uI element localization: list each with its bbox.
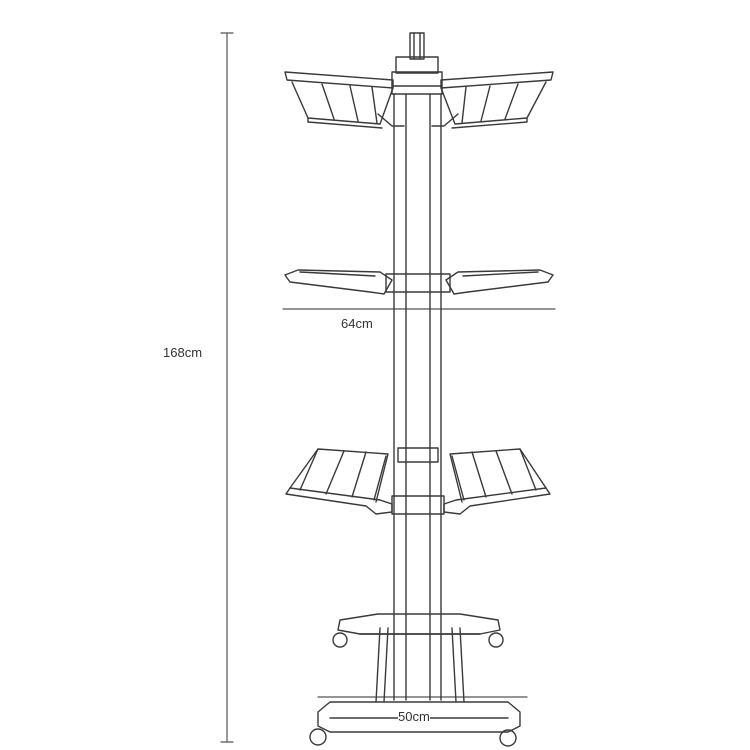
wheel-back-right (488, 632, 504, 648)
base-width-dimension-label: 50cm (398, 709, 430, 725)
central-hub (391, 71, 443, 95)
top-shelf (284, 71, 554, 129)
wheels (309, 632, 517, 747)
top-knob (395, 32, 439, 74)
lower-shelf (285, 447, 551, 515)
wheel-front-right (499, 729, 517, 747)
wheel-back-left (332, 632, 348, 648)
height-dimension-label: 168cm (163, 345, 203, 361)
middle-shelf (284, 269, 554, 295)
height-dimension-line (220, 32, 234, 743)
vertical-poles (393, 93, 442, 701)
wheel-front-left (309, 728, 327, 746)
shelf-width-dimension-label: 64cm (341, 316, 373, 332)
